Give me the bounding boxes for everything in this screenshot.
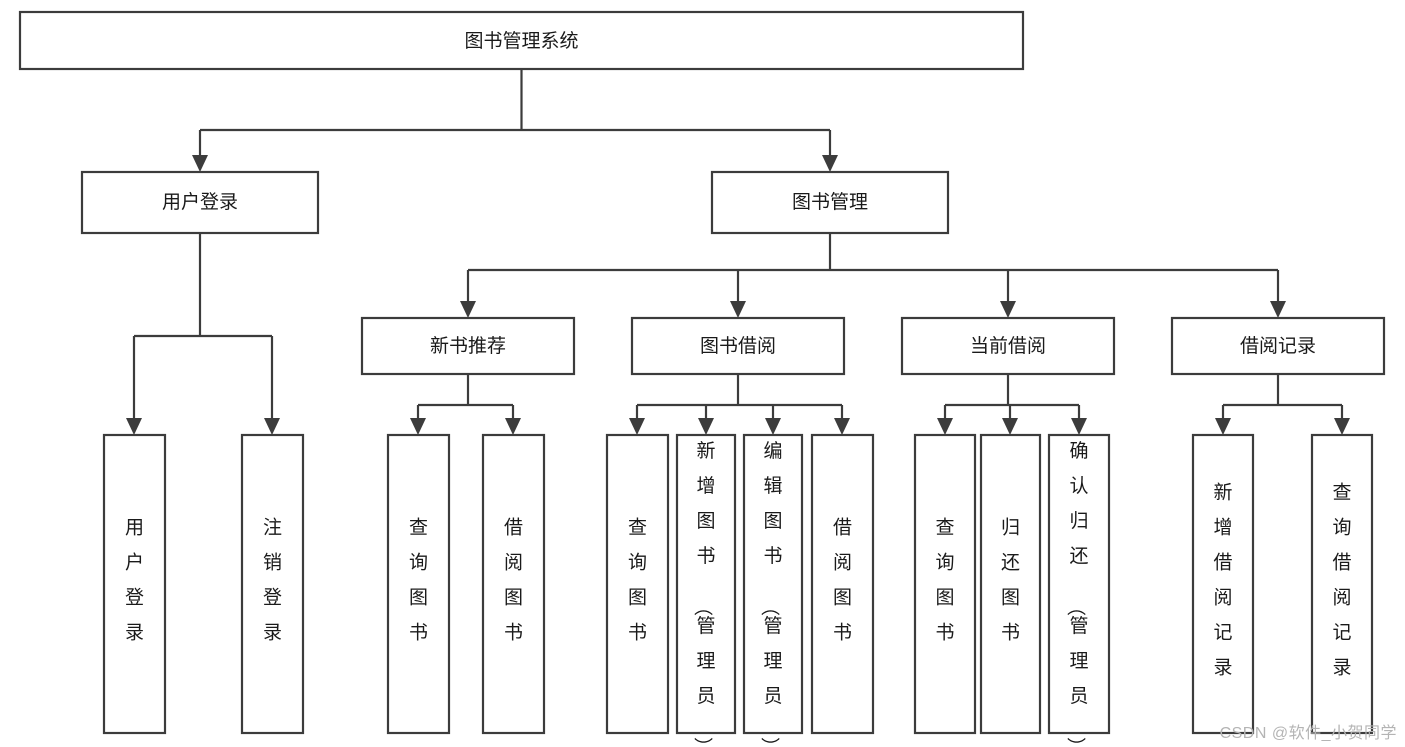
node-leaf-query-book-current-label: 查询图书 bbox=[935, 517, 954, 644]
node-leaf-query-book-recommend-label: 查询图书 bbox=[409, 517, 428, 644]
node-leaf-query-book-borrow-label: 查询图书 bbox=[628, 517, 647, 644]
node-leaf-logout-login-label: 注销登录 bbox=[263, 517, 282, 644]
arrow-head-user-login bbox=[192, 155, 208, 172]
node-leaf-query-book-recommend-box[interactable] bbox=[386, 433, 451, 735]
node-book-manage-box[interactable] bbox=[710, 170, 950, 235]
node-current-borrow-box[interactable] bbox=[900, 316, 1116, 376]
arrow-head-leaf-query-book-current bbox=[937, 418, 953, 435]
node-leaf-add-borrow-record-label: 新增借阅记录 bbox=[1213, 482, 1232, 679]
arrow-head-new-book-recommend bbox=[460, 301, 476, 318]
node-leaf-borrow-book-label: 借阅图书 bbox=[833, 517, 852, 644]
node-user-login-box[interactable] bbox=[80, 170, 320, 235]
node-leaf-add-borrow-record-box[interactable] bbox=[1191, 433, 1255, 735]
arrow-head-leaf-add-book-admin bbox=[698, 418, 714, 435]
node-new-book-recommend-label: 新书推荐 bbox=[430, 335, 506, 357]
node-current-borrow[interactable]: 当前借阅 bbox=[900, 316, 1116, 376]
node-book-borrow-label: 图书借阅 bbox=[700, 335, 776, 357]
node-borrow-record-box[interactable] bbox=[1170, 316, 1386, 376]
node-user-login[interactable]: 用户登录 bbox=[80, 170, 320, 235]
node-book-manage[interactable]: 图书管理 bbox=[710, 170, 950, 235]
node-root-box[interactable] bbox=[18, 10, 1025, 71]
node-new-book-recommend-box[interactable] bbox=[360, 316, 576, 376]
node-leaf-borrow-book-recommend-box[interactable] bbox=[481, 433, 546, 735]
arrow-head-leaf-user-login bbox=[126, 418, 142, 435]
arrow-head-leaf-return-book bbox=[1002, 418, 1018, 435]
node-leaf-query-borrow-record-box[interactable] bbox=[1310, 433, 1374, 735]
leaf-labels-layer: 用户登录 注销登录 查询图书 借阅图书 查询图书 新增图书（管理员） 编辑图书（管理员） 借阅… bbox=[125, 440, 1352, 747]
node-leaf-edit-book-admin-label: 编辑图书（管理员） bbox=[758, 440, 782, 747]
connector-layer bbox=[126, 69, 1350, 435]
arrow-head-leaf-confirm-return-admin bbox=[1071, 418, 1087, 435]
node-leaf-query-borrow-record-label: 查询借阅记录 bbox=[1332, 482, 1351, 679]
node-leaf-confirm-return-admin-box[interactable] bbox=[1047, 433, 1111, 735]
node-leaf-add-book-admin-box[interactable] bbox=[675, 433, 737, 735]
arrow-head-leaf-borrow-book-recommend bbox=[505, 418, 521, 435]
arrow-head-leaf-add-borrow-record bbox=[1215, 418, 1231, 435]
node-leaf-return-book-label: 归还图书 bbox=[1001, 517, 1020, 644]
node-root[interactable]: 图书管理系统 bbox=[18, 10, 1025, 71]
node-leaf-borrow-book-recommend-label: 借阅图书 bbox=[504, 517, 523, 644]
arrow-head-book-borrow bbox=[730, 301, 746, 318]
node-leaf-return-book-box[interactable] bbox=[979, 433, 1042, 735]
arrow-head-leaf-edit-book-admin bbox=[765, 418, 781, 435]
arrow-head-current-borrow bbox=[1000, 301, 1016, 318]
node-book-borrow-box[interactable] bbox=[630, 316, 846, 376]
node-leaf-edit-book-admin-box[interactable] bbox=[742, 433, 804, 735]
node-leaf-user-login-box[interactable] bbox=[102, 433, 167, 735]
node-leaf-add-book-admin-label: 新增图书（管理员） bbox=[691, 440, 715, 747]
node-book-manage-label: 图书管理 bbox=[792, 191, 868, 213]
node-current-borrow-label: 当前借阅 bbox=[970, 335, 1046, 357]
node-new-book-recommend[interactable]: 新书推荐 bbox=[360, 316, 576, 376]
arrow-head-leaf-borrow-book bbox=[834, 418, 850, 435]
arrow-head-leaf-logout-login bbox=[264, 418, 280, 435]
node-leaf-logout-login-box[interactable] bbox=[240, 433, 305, 735]
node-leaf-query-book-current-box[interactable] bbox=[913, 433, 977, 735]
node-borrow-record[interactable]: 借阅记录 bbox=[1170, 316, 1386, 376]
arrow-head-leaf-query-book-borrow bbox=[629, 418, 645, 435]
arrow-head-leaf-query-book-recommend bbox=[410, 418, 426, 435]
node-book-borrow[interactable]: 图书借阅 bbox=[630, 316, 846, 376]
arrow-head-book-manage bbox=[822, 155, 838, 172]
node-root-label: 图书管理系统 bbox=[464, 30, 578, 52]
arrow-head-borrow-record bbox=[1270, 301, 1286, 318]
node-leaf-user-login-label: 用户登录 bbox=[125, 518, 144, 644]
node-leaf-borrow-book-box[interactable] bbox=[810, 433, 875, 735]
arrow-head-leaf-query-borrow-record bbox=[1334, 418, 1350, 435]
node-user-login-label: 用户登录 bbox=[162, 191, 238, 213]
leaf-nodes-layer bbox=[102, 433, 1374, 735]
node-borrow-record-label: 借阅记录 bbox=[1240, 335, 1316, 357]
node-leaf-query-book-borrow-box[interactable] bbox=[605, 433, 670, 735]
node-leaf-confirm-return-admin-label: 确认归还（管理员） bbox=[1064, 440, 1088, 747]
